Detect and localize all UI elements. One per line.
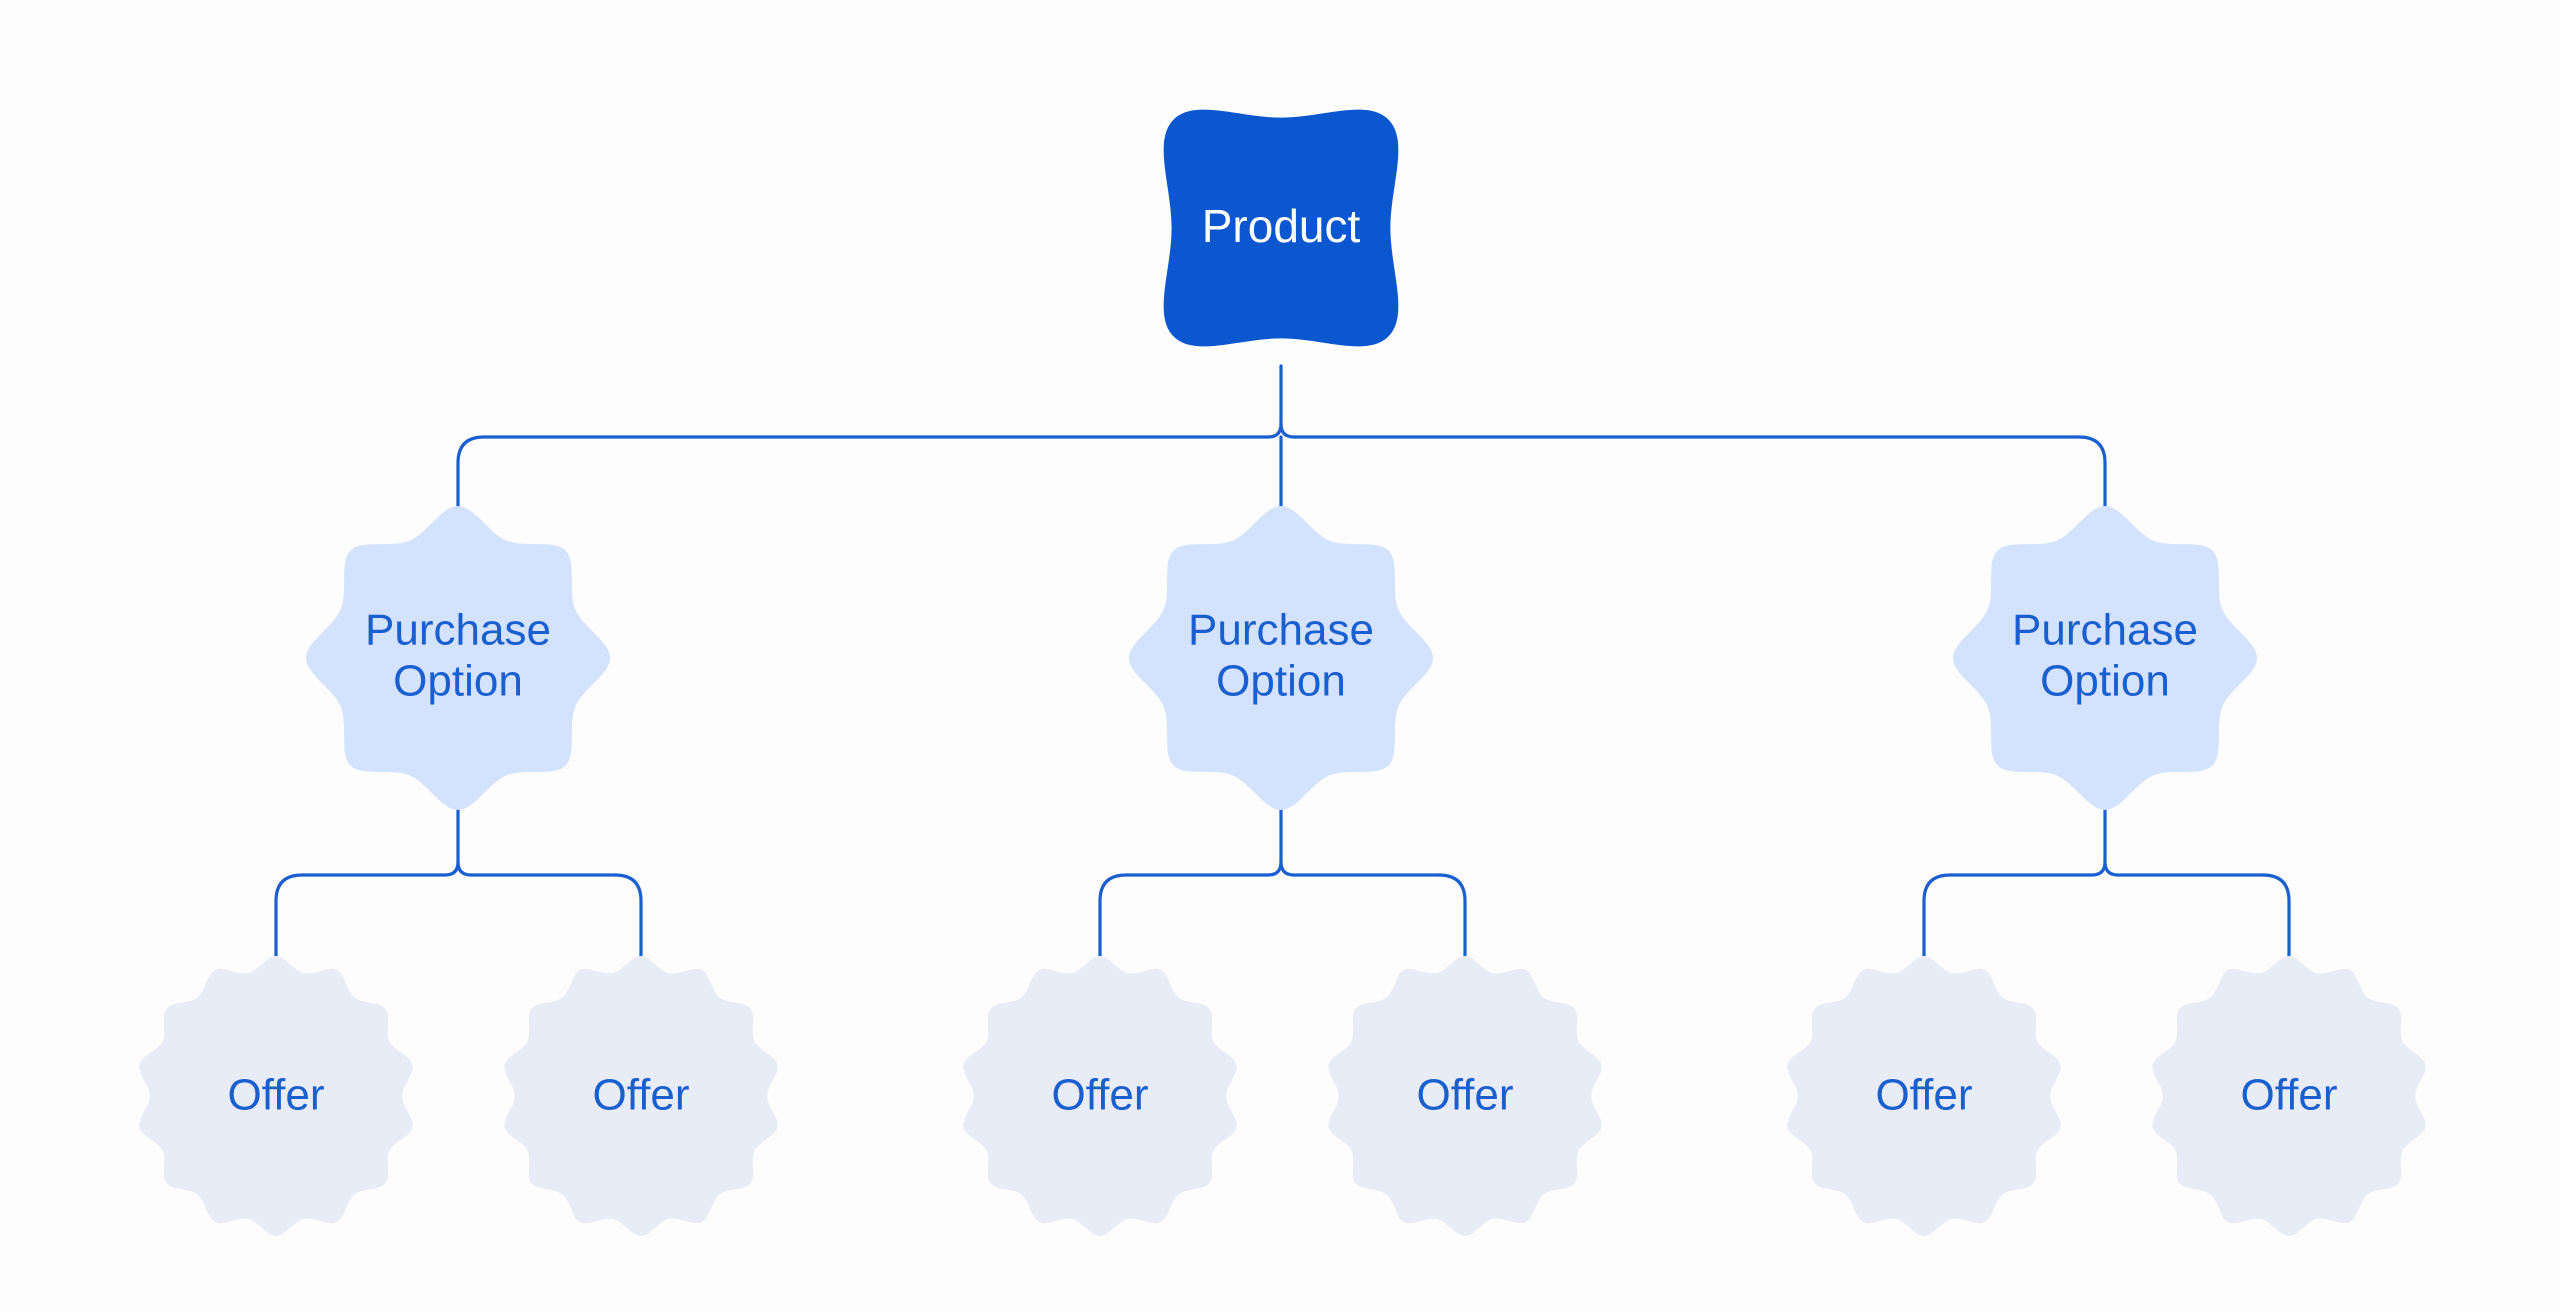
connector-purchase-option-2-to-offer-6	[2261, 873, 2291, 966]
node-offer-5[interactable]: Offer	[2152, 956, 2426, 1236]
connector-purchase-option-2-to-offer-5	[1922, 873, 1952, 966]
offer-node-shape	[2152, 956, 2426, 1236]
connector-purchase-option-1-to-offer-1	[1279, 860, 1296, 877]
offer-node-label: Offer	[1416, 1071, 1513, 1120]
purchase-option-label-line1: Purchase	[2012, 606, 2198, 655]
connector-purchase-option-0-to-offer-2	[443, 860, 460, 877]
product-node-label: Product	[1202, 200, 1361, 252]
offer-node-label: Offer	[1051, 1071, 1148, 1120]
node-product[interactable]: Product	[1163, 109, 1399, 347]
purchase-option-label-line2: Option	[1216, 657, 1346, 706]
product-node-shape	[1163, 109, 1399, 347]
node-offer-0[interactable]: Offer	[139, 956, 413, 1236]
connector-purchase-option-1-to-offer-5	[1098, 873, 1128, 966]
offer-node-shape	[1328, 956, 1602, 1236]
connector-purchase-option-1-to-offer-2	[1266, 860, 1283, 877]
connector-purchase-option-1-to-offer-6	[1437, 873, 1467, 966]
purchase-option-label-line1: Purchase	[1188, 606, 1374, 655]
purchase-option-node-shape	[1953, 506, 2257, 810]
node-layer: ProductPurchaseOptionPurchaseOptionPurch…	[139, 109, 2426, 1236]
connector-layer	[274, 364, 2291, 966]
node-offer-4[interactable]: Offer	[1787, 956, 2061, 1236]
purchase-option-node-shape	[306, 506, 610, 810]
offer-node-shape	[504, 956, 778, 1236]
connector-purchase-option-0-to-offer-1	[456, 860, 473, 877]
node-offer-2[interactable]: Offer	[963, 956, 1237, 1236]
connector-product-to-purchase-option-5	[456, 435, 486, 514]
purchase-option-label-line2: Option	[393, 657, 523, 706]
purchase-option-label-line2: Option	[2040, 657, 2170, 706]
offer-node-shape	[1787, 956, 2061, 1236]
connector-purchase-option-0-to-offer-6	[613, 873, 643, 966]
offer-node-label: Offer	[592, 1071, 689, 1120]
purchase-option-label-line1: Purchase	[365, 606, 551, 655]
connector-product-to-purchase-option-1	[1279, 422, 1296, 439]
node-offer-3[interactable]: Offer	[1328, 956, 1602, 1236]
purchase-option-node-shape	[1129, 506, 1433, 810]
connector-product-to-purchase-option-2	[1266, 422, 1283, 439]
connector-purchase-option-2-to-offer-2	[2090, 860, 2107, 877]
connector-purchase-option-2-to-offer-1	[2103, 860, 2120, 877]
node-offer-1[interactable]: Offer	[504, 956, 778, 1236]
connector-purchase-option-0-to-offer-5	[274, 873, 304, 966]
offer-node-label: Offer	[2240, 1071, 2337, 1120]
offer-node-label: Offer	[1875, 1071, 1972, 1120]
offer-node-label: Offer	[227, 1071, 324, 1120]
offer-node-shape	[963, 956, 1237, 1236]
connector-product-to-purchase-option-7	[2077, 435, 2107, 514]
offer-node-shape	[139, 956, 413, 1236]
